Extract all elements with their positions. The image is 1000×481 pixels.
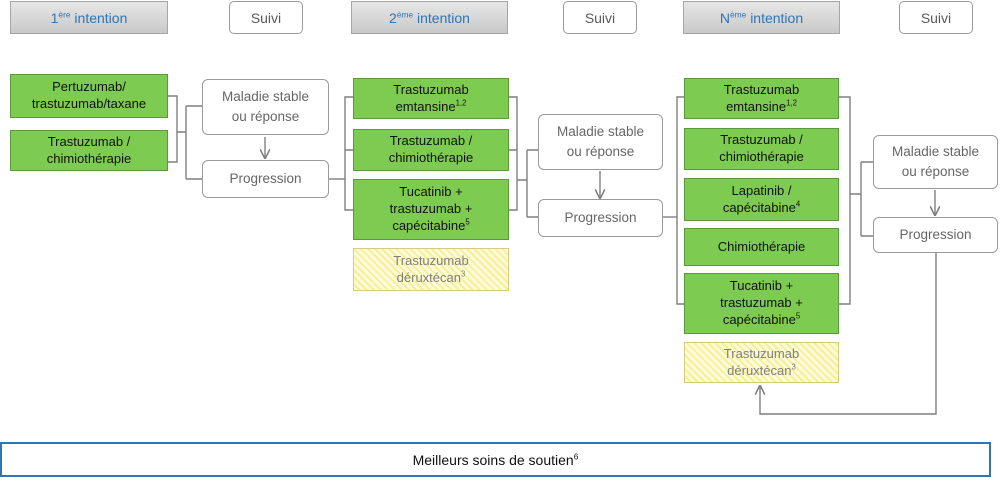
treatment-chimiotherapie-n: Chimiothérapie <box>684 228 839 266</box>
treatment-pertuzumab-trastuzumab-taxane: Pertuzumab/trastuzumab/taxane <box>10 74 168 118</box>
treatment-trastuzumab-chimiotherapie-2: Trastuzumab /chimiothérapie <box>353 129 509 171</box>
treatment-trastuzumab-chimiotherapie-1: Trastuzumab /chimiothérapie <box>10 130 168 171</box>
header-first-line: 1ère intention <box>10 1 168 34</box>
best-supportive-care-box: Meilleurs soins de soutien6 <box>0 442 991 477</box>
header-suivi-2: Suivi <box>563 1 637 34</box>
treatment-tucatinib-2: Tucatinib +trastuzumab +capécitabine5 <box>353 179 509 240</box>
header-second-line: 2ème intention <box>351 1 508 34</box>
outcome-progression-3: Progression <box>873 217 998 253</box>
treatment-trastuzumab-chimiotherapie-n: Trastuzumab /chimiothérapie <box>684 128 839 170</box>
treatment-tucatinib-n: Tucatinib +trastuzumab +capécitabine5 <box>684 273 839 334</box>
outcome-progression-2: Progression <box>538 199 663 237</box>
header-suivi-3: Suivi <box>899 1 973 34</box>
treatment-lapatinib-capecitabine-n: Lapatinib /capécitabine4 <box>684 178 839 221</box>
header-nth-line: Nème intention <box>683 1 840 34</box>
header-suivi-1: Suivi <box>229 1 303 34</box>
outcome-progression-1: Progression <box>202 160 329 198</box>
